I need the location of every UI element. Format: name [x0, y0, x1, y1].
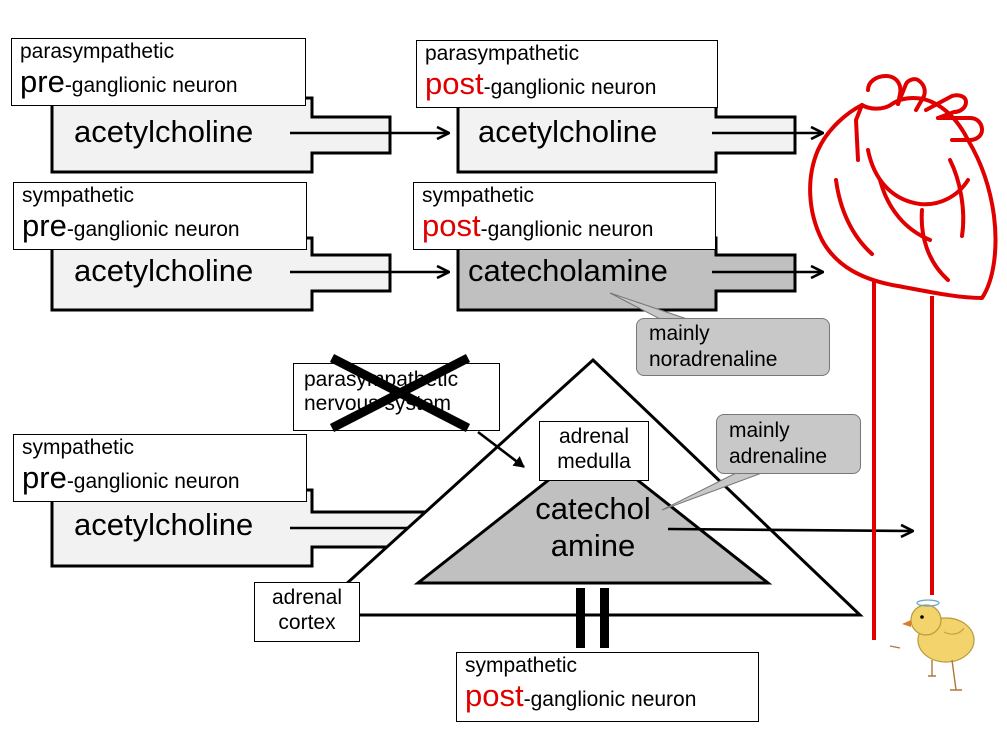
neuron-suffix: -ganglionic neuron	[66, 470, 240, 494]
row1-pre-label: parasympathetic pre-ganglionic neuron	[11, 38, 306, 106]
medulla-line: medulla	[557, 450, 631, 474]
row3-post-label: sympathetic post-ganglionic neuron	[456, 652, 759, 722]
transmitter-row2-pre: acetylcholine	[74, 253, 254, 288]
heart-icon	[808, 74, 998, 300]
medulla-content-line: catechol	[535, 491, 651, 526]
neuron-type: sympathetic	[465, 654, 578, 677]
callout-line: mainly	[649, 322, 710, 345]
neuron-suffix: -ganglionic neuron	[523, 688, 697, 712]
neuron-body-row1-pre	[50, 96, 392, 174]
arrow-parasym-to-medulla	[477, 430, 525, 469]
transmitter-row1-pre: acetylcholine	[74, 114, 254, 149]
cortex-line: cortex	[278, 611, 336, 635]
arrow-medulla-output	[667, 529, 912, 531]
chick-icon	[889, 599, 975, 691]
row3-pre-label: sympathetic pre-ganglionic neuron	[13, 434, 307, 502]
neuron-prefix: pre	[20, 64, 65, 100]
row1-post-label: parasympathetic post-ganglionic neuron	[416, 40, 718, 108]
neuron-prefix: post	[422, 208, 481, 244]
neuron-type: parasympathetic	[425, 42, 580, 65]
adrenal-medulla-triangle	[413, 443, 773, 585]
medulla-line: adrenal	[558, 425, 630, 448]
neuron-prefix: pre	[22, 460, 67, 496]
callout-adrenaline: mainly adrenaline	[716, 414, 861, 474]
neuron-suffix: -ganglionic neuron	[66, 218, 240, 242]
crossed-line: parasympathetic	[304, 368, 459, 391]
medulla-content: catechol amine	[500, 490, 686, 564]
cortex-line: adrenal	[271, 586, 343, 609]
neuron-type: sympathetic	[22, 184, 135, 207]
transmitter-row3-pre: acetylcholine	[74, 507, 254, 542]
row2-pre-label: sympathetic pre-ganglionic neuron	[13, 182, 307, 250]
adrenal-cortex-label: adrenal cortex	[254, 582, 360, 642]
double-bar-right	[600, 588, 609, 648]
adrenal-medulla-label: adrenal medulla	[539, 421, 649, 481]
neuron-prefix: post	[465, 678, 524, 714]
callout-line: mainly	[729, 419, 790, 442]
neuron-body-row2-pre	[50, 236, 392, 312]
neuron-type: sympathetic	[22, 436, 135, 459]
neuron-suffix: -ganglionic neuron	[64, 74, 238, 98]
neuron-body-row2-post	[456, 236, 797, 312]
transmitter-row2-post: catecholamine	[468, 253, 668, 288]
callout-noradrenaline: mainly noradrenaline	[636, 318, 830, 376]
neuron-prefix: post	[425, 66, 484, 102]
neuron-suffix: -ganglionic neuron	[480, 218, 654, 242]
neuron-prefix: pre	[22, 208, 67, 244]
parasympathetic-crossed-label: parasympathetic nervous system	[293, 363, 500, 431]
crossed-line: nervous system	[304, 392, 452, 416]
double-bar-left	[576, 588, 585, 648]
callout-line: noradrenaline	[649, 348, 778, 372]
medulla-content-line: amine	[550, 528, 636, 564]
neuron-type: sympathetic	[422, 184, 535, 207]
neuron-suffix: -ganglionic neuron	[483, 76, 657, 100]
callout-line: adrenaline	[729, 445, 828, 469]
neuron-type: parasympathetic	[20, 40, 175, 63]
row2-post-label: sympathetic post-ganglionic neuron	[413, 182, 716, 250]
transmitter-row1-post: acetylcholine	[478, 114, 658, 149]
